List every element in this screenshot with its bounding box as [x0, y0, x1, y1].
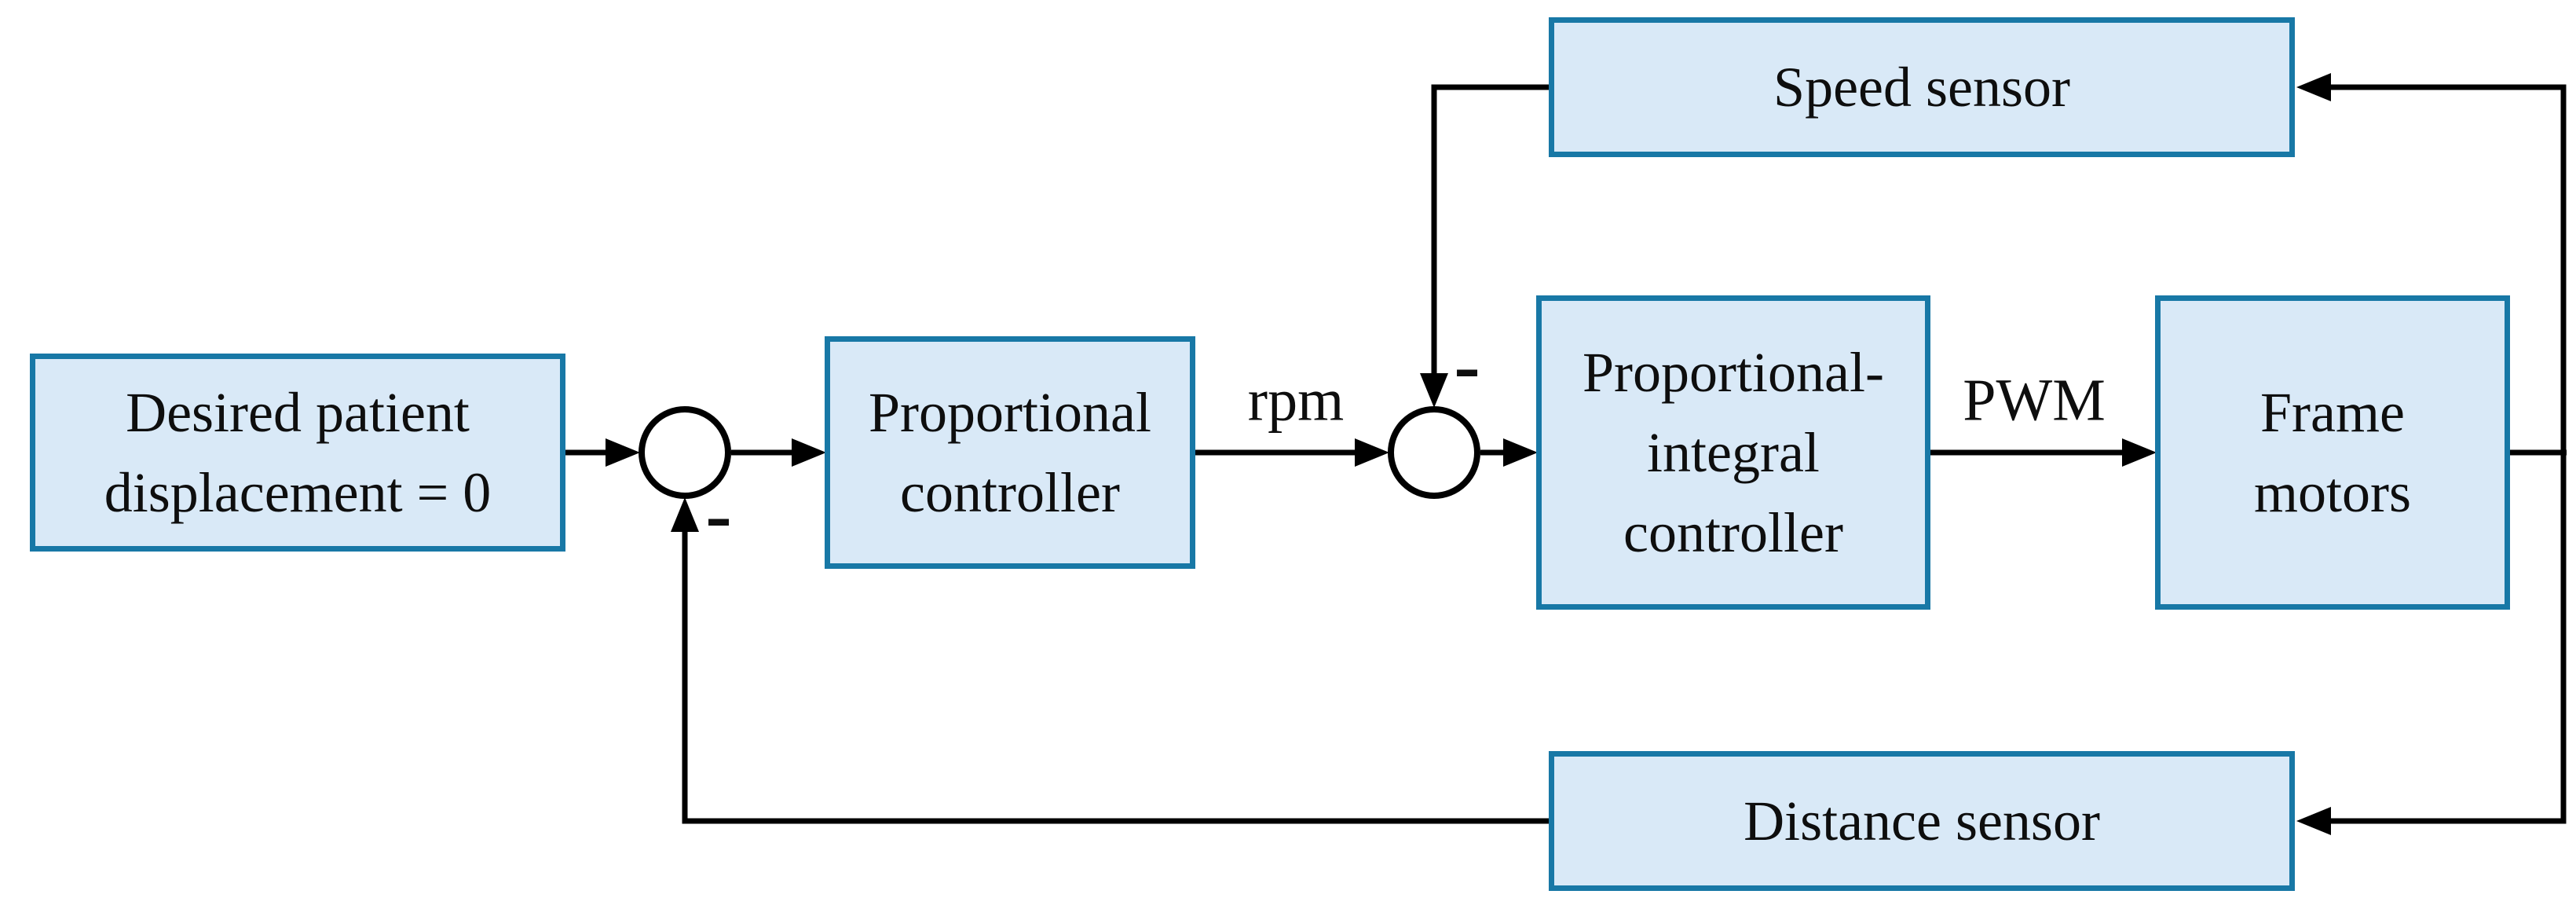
arrowhead-speed-into-sum2 [1420, 373, 1448, 408]
sum2-minus-sign: - [1454, 321, 1480, 409]
block-desired-displacement: Desired patient displacement = 0 [30, 354, 565, 552]
block-desired-displacement-label: Desired patient displacement = 0 [104, 380, 492, 524]
arrowhead-into-pi [1503, 438, 1538, 467]
summing-junction-2 [1388, 406, 1480, 499]
block-speed-sensor-label: Speed sensor [1773, 55, 2070, 119]
wire-label-rpm: rpm [1247, 367, 1345, 434]
arrowhead-into-sum1 [606, 438, 640, 467]
arrowhead-into-speed-sensor [2296, 73, 2331, 101]
wire-feedback-bus-right [2329, 84, 2567, 824]
arrowhead-into-frame [2122, 438, 2157, 467]
arrowhead-into-sum2 [1355, 438, 1389, 467]
arrowhead-into-proportional [792, 438, 826, 467]
arrowhead-into-distance-sensor [2296, 807, 2331, 835]
arrowhead-distance-into-sum1 [671, 497, 699, 532]
block-frame-motors: Frame motors [2155, 295, 2510, 610]
block-distance-sensor-label: Distance sensor [1744, 789, 2100, 852]
wire-label-pwm: PWM [1963, 367, 2106, 434]
block-proportional-controller: Proportional controller [825, 336, 1195, 569]
summing-junction-1 [639, 406, 731, 499]
block-speed-sensor: Speed sensor [1549, 17, 2295, 157]
sum1-minus-sign: - [705, 471, 732, 558]
block-proportional-integral-controller: Proportional- integral controller [1536, 295, 1930, 610]
wire-speed-to-sum2 [1431, 84, 1550, 376]
wire-distance-to-sum1 [682, 529, 1550, 824]
block-distance-sensor: Distance sensor [1549, 751, 2295, 891]
block-proportional-integral-controller-label: Proportional- integral controller [1583, 340, 1884, 565]
block-frame-motors-label: Frame motors [2253, 380, 2411, 524]
block-proportional-controller-label: Proportional controller [869, 380, 1151, 524]
